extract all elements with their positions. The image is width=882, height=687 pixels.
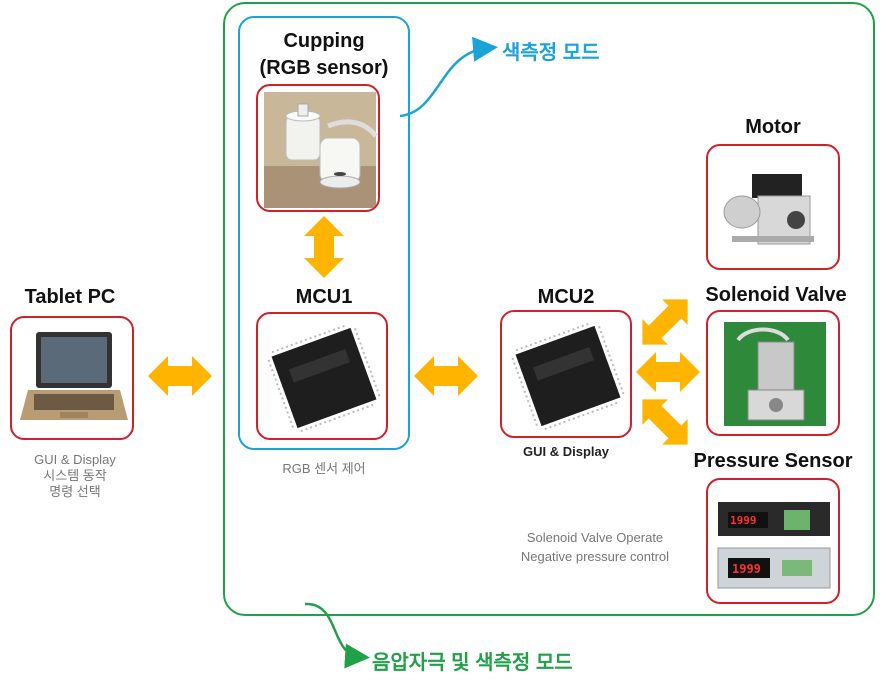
- tablet-description: GUI & Display 시스템 동작 명령 선택: [0, 452, 150, 500]
- curved-arrow-bottom-mode: [304, 602, 370, 669]
- motor-box: [706, 144, 840, 270]
- sensor-desc-line2: Negative pressure control: [520, 549, 670, 564]
- mcu2-box: [500, 310, 632, 438]
- cupping-module-boundary: [238, 16, 410, 450]
- arrow-cupping-mcu1: [304, 216, 344, 278]
- motor-title: Motor: [745, 116, 801, 138]
- solenoid-title: Solenoid Valve: [705, 284, 847, 306]
- mode-label-bottom: 음압자극 및 색측정 모드: [372, 652, 573, 674]
- pump-motor-icon: [723, 174, 814, 245]
- tablet-box: [10, 316, 134, 440]
- system-boundary: [223, 2, 875, 616]
- mcu1-title: MCU1: [295, 286, 353, 308]
- mcu1-description: RGB 센서 제어: [282, 461, 366, 476]
- pressure-sensor-unit-icon: [717, 502, 831, 589]
- mcu2-title: MCU2: [537, 286, 595, 308]
- pressure-display-bottom: 1999: [732, 562, 761, 576]
- arrow-tablet-mcu1: [148, 356, 212, 396]
- tablet-desc-line1: GUI & Display: [34, 452, 116, 467]
- cupping-title: Cupping (RGB sensor): [238, 28, 410, 82]
- tablet-desc-line3: 명령 선택: [49, 484, 101, 499]
- cupping-title-line1: Cupping: [283, 30, 365, 52]
- arrow-mcu2-solenoid: [636, 352, 700, 392]
- arrow-mcu2-pressure: [642, 399, 688, 445]
- microcontroller-chip-icon-2: [511, 321, 625, 431]
- curved-arrow-color-mode: [399, 36, 498, 118]
- pressure-display-top: 1999: [730, 514, 757, 527]
- arrow-mcu1-mcu2: [414, 356, 478, 396]
- cupping-sensor-box: [256, 84, 380, 212]
- pressure-box: 1999 1999: [706, 478, 840, 604]
- microcontroller-chip-icon: [267, 323, 381, 433]
- sensor-desc-line1: Solenoid Valve Operate: [526, 530, 664, 545]
- laptop-icon: [20, 332, 128, 420]
- mcu1-box: [256, 312, 388, 440]
- arrow-mcu2-motor: [642, 299, 688, 345]
- mcu2-description: GUI & Display: [523, 444, 609, 459]
- cupping-title-line2: (RGB sensor): [259, 57, 389, 79]
- mode-label-color: 색측정 모드: [502, 42, 600, 64]
- pressure-title: Pressure Sensor: [693, 450, 853, 472]
- solenoid-box: [706, 310, 840, 436]
- solenoid-valve-icon: [724, 322, 826, 426]
- tablet-desc-line2: 시스템 동작: [43, 468, 107, 483]
- rgb-sensor-cups-icon: [264, 92, 378, 208]
- tablet-title: Tablet PC: [24, 286, 116, 308]
- sensor-description: Solenoid Valve Operate Negative pressure…: [490, 528, 700, 566]
